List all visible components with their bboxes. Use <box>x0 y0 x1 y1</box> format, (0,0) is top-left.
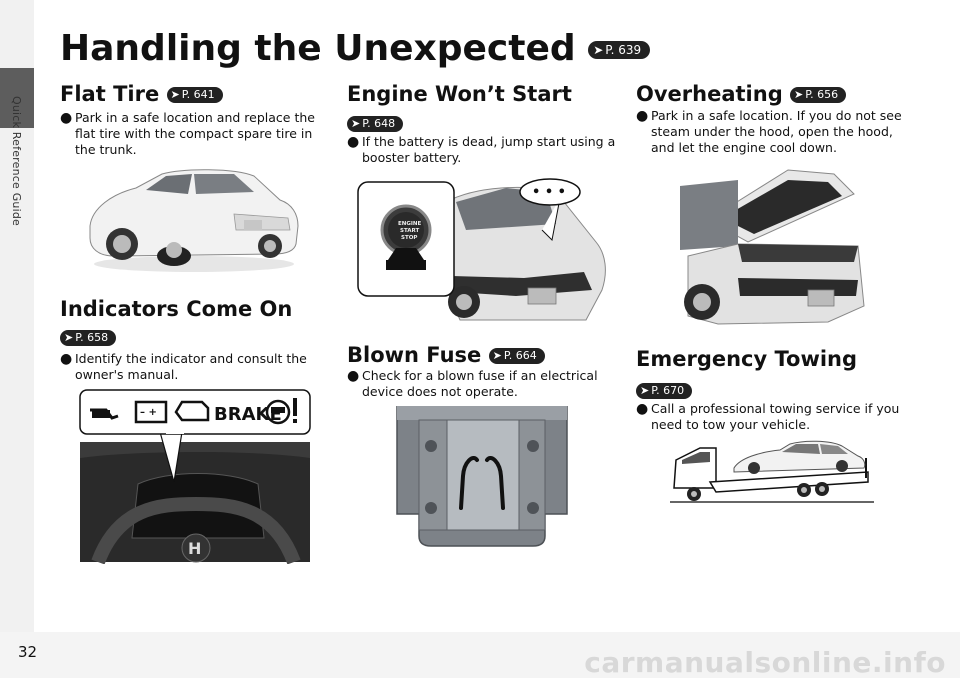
arrow-right-icon: ➤ <box>593 43 604 57</box>
arrow-right-icon: ➤ <box>351 116 361 130</box>
fuse-heading: Blown Fuse ➤P. 664 <box>347 343 545 367</box>
footer-bar <box>0 632 960 678</box>
arrow-right-icon: ➤ <box>794 88 804 101</box>
overheating-ref-link[interactable]: ➤P. 656 <box>790 87 847 103</box>
watermark: carmanualsonline.info <box>584 646 946 678</box>
overheating-instruction: ● Park in a safe location. If you do not… <box>636 108 902 155</box>
svg-text:• • •: • • • <box>532 185 566 200</box>
engine-button-label-1: ENGINE <box>398 221 422 227</box>
flat-tire-car-illustration <box>89 169 299 272</box>
towing-ref-link[interactable]: ➤P. 670 <box>636 382 693 399</box>
flat-tire-ref-link[interactable]: ➤P. 641 <box>166 87 223 103</box>
fuse-instruction: ● Check for a blown fuse if an electrica… <box>347 368 598 399</box>
flat-tire-instruction: ● Park in a safe location and replace th… <box>60 110 315 157</box>
brake-warning-label: BRAKE <box>214 404 282 425</box>
fuse-ref-link[interactable]: ➤P. 664 <box>488 348 545 364</box>
sidebar: Quick Reference Guide <box>0 0 34 678</box>
bullet-icon: ● <box>636 401 649 417</box>
page-title: Handling the Unexpected ➤P. 639 <box>60 28 651 69</box>
flat-tire-heading: Flat Tire ➤P. 641 <box>60 82 223 106</box>
bullet-icon: ● <box>636 108 649 124</box>
bullet-icon: ● <box>60 351 73 367</box>
overheating-heading: Overheating ➤P. 656 <box>636 82 847 106</box>
engine-start-illustration: • • • ENGINE START STOP <box>357 178 606 321</box>
arrow-right-icon: ➤ <box>170 88 180 101</box>
dashboard-warning-illustration: H – + BRAKE <box>79 389 311 564</box>
towing-heading: Emergency Towing <box>636 347 858 371</box>
engine-button-label-3: STOP <box>401 235 417 241</box>
engine-heading: Engine Won’t Start <box>347 82 572 106</box>
page-title-text: Handling the Unexpected <box>60 28 576 69</box>
indicators-heading: Indicators Come On <box>60 297 293 321</box>
sidebar-tab-marker <box>0 68 34 128</box>
arrow-right-icon: ➤ <box>640 383 650 397</box>
arrow-right-icon: ➤ <box>64 330 74 344</box>
bullet-icon: ● <box>347 134 360 150</box>
sidebar-label: Quick Reference Guide <box>10 96 23 226</box>
towing-instruction: ● Call a professional towing service if … <box>636 401 900 432</box>
engine-ref-line: ➤P. 648 <box>347 113 404 132</box>
tow-truck-illustration <box>670 440 874 503</box>
arrow-right-icon: ➤ <box>492 349 502 362</box>
indicators-ref-line: ➤P. 658 <box>60 327 117 346</box>
blown-fuse-illustration <box>396 406 568 547</box>
towing-ref-line: ➤P. 670 <box>636 380 693 399</box>
indicators-instruction: ● Identify the indicator and consult the… <box>60 351 307 382</box>
svg-text:H: H <box>188 539 201 558</box>
page-ref-link[interactable]: ➤P. 639 <box>588 41 651 59</box>
engine-button-label-2: START <box>400 228 420 234</box>
engine-instruction: ● If the battery is dead, jump start usi… <box>347 134 616 165</box>
svg-text:ENGINE START STOP: ENGINE START STOP <box>398 221 423 241</box>
bullet-icon: ● <box>347 368 360 384</box>
page-number: 32 <box>18 643 38 661</box>
overheating-open-hood-illustration <box>680 169 865 325</box>
bullet-icon: ● <box>60 110 73 126</box>
engine-ref-link[interactable]: ➤P. 648 <box>347 115 404 132</box>
svg-text:– +: – + <box>140 407 157 418</box>
indicators-ref-link[interactable]: ➤P. 658 <box>60 329 117 346</box>
